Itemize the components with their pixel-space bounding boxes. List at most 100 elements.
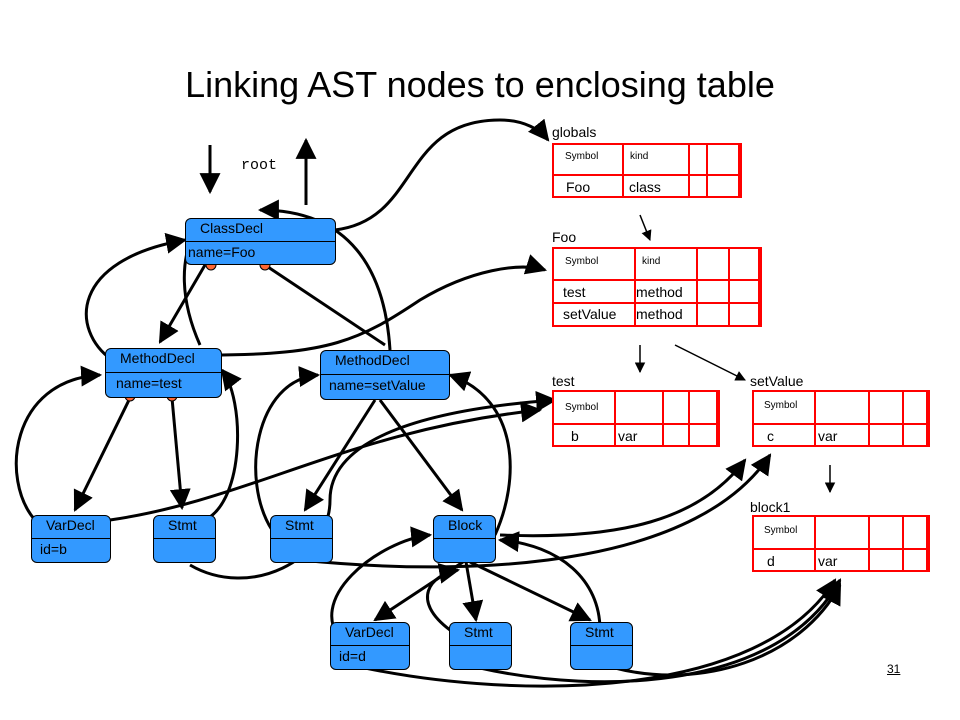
ast-node-stmt: Stmt — [570, 622, 633, 670]
header-cell: Symbol — [554, 145, 624, 174]
ast-node-stmt: Stmt — [449, 622, 512, 670]
ast-node-methoddecl-test: MethodDecl name=test — [105, 348, 222, 398]
symbol-cell: d — [754, 550, 816, 572]
globals-to-foo-arrow — [639, 214, 652, 241]
table-header-row: Symbol kind — [554, 249, 760, 281]
table-name: setValue — [750, 373, 804, 389]
header-cell: Symbol — [754, 517, 816, 548]
ast-node-vardecl-b: VarDecl id=b — [31, 515, 111, 563]
parent-block-setvalue — [448, 371, 512, 536]
symbol-table-foo: Symbol kind test method setValue method — [552, 247, 762, 327]
empty-cell — [904, 550, 928, 572]
header-cell: kind — [636, 249, 698, 279]
edge-block-stmt3 — [462, 561, 484, 623]
node-type: VarDecl — [32, 516, 110, 539]
vardecl-to-test-table — [109, 401, 543, 522]
header-cell: kind — [624, 145, 690, 174]
node-type: Stmt — [450, 623, 511, 646]
parent-test-class — [84, 232, 188, 362]
empty-cell — [690, 145, 708, 174]
edge-test-vardecl — [73, 397, 132, 512]
symbol-cell: c — [754, 425, 816, 447]
empty-cell — [870, 425, 904, 447]
node-attr — [434, 539, 497, 562]
table-header-row: Symbol — [554, 392, 718, 425]
empty-cell — [708, 145, 740, 174]
table-row: b var — [554, 425, 718, 447]
node-type: Block — [434, 516, 495, 539]
edge-setvalue-stmt2 — [303, 399, 377, 512]
table-row: d var — [754, 550, 928, 572]
empty-cell — [690, 176, 708, 198]
stmt4-to-block1 — [614, 583, 842, 677]
kind-cell: class — [624, 176, 690, 198]
ast-node-stmt: Stmt — [270, 515, 333, 563]
ast-node-classdecl: ClassDecl name=Foo — [185, 218, 336, 265]
symbol-table-test: Symbol b var — [552, 390, 720, 447]
edge-block-stmt4 — [469, 560, 592, 622]
table-name: globals — [552, 124, 597, 140]
empty-cell — [870, 517, 904, 548]
node-type: MethodDecl — [106, 349, 221, 373]
empty-cell — [690, 425, 718, 447]
node-type: Stmt — [571, 623, 632, 646]
header-cell — [816, 517, 870, 548]
empty-cell — [664, 425, 690, 447]
node-attr: name=test — [116, 375, 182, 391]
node-type: MethodDecl — [321, 351, 449, 375]
stmt2-to-setvalue — [299, 453, 772, 569]
table-row: c var — [754, 425, 928, 447]
node-attr: name=setValue — [329, 377, 426, 393]
node-attr: id=d — [339, 648, 366, 664]
table-name: Foo — [552, 229, 577, 245]
empty-cell — [708, 176, 740, 198]
ast-node-stmt: Stmt — [153, 515, 216, 563]
ast-node-vardecl-d: VarDecl id=d — [330, 622, 410, 670]
kind-cell: var — [816, 550, 870, 572]
parent-stmt2-setvalue — [254, 366, 321, 531]
empty-cell — [698, 304, 730, 325]
ast-node-block: Block — [433, 515, 496, 563]
ast-node-methoddecl-setvalue: MethodDecl name=setValue — [320, 350, 450, 400]
test-to-foo — [209, 254, 548, 357]
empty-cell — [690, 392, 718, 423]
table-name: test — [552, 373, 575, 389]
empty-cell — [904, 392, 928, 423]
symbol-cell: setValue — [554, 304, 636, 325]
edge-test-stmt1 — [169, 397, 191, 511]
node-attr — [450, 646, 513, 669]
page-number: 31 — [887, 662, 901, 676]
node-attr: name=Foo — [188, 243, 256, 260]
empty-cell — [730, 281, 760, 302]
empty-cell — [698, 281, 730, 302]
parent-vardecl-test — [14, 365, 103, 521]
header-cell: Symbol — [554, 249, 636, 279]
root-label: root — [241, 157, 278, 174]
table-name: block1 — [750, 499, 791, 515]
kind-cell: var — [816, 425, 870, 447]
table-row: Foo class — [554, 176, 740, 198]
table-row: test method — [554, 281, 760, 304]
node-type: Stmt — [271, 516, 332, 539]
table-header-row: Symbol — [754, 392, 928, 425]
empty-cell — [698, 249, 730, 279]
symbol-table-setvalue: Symbol c var — [752, 390, 930, 447]
symbol-cell: test — [554, 281, 636, 302]
empty-cell — [870, 392, 904, 423]
empty-cell — [904, 517, 928, 548]
empty-cell — [730, 249, 760, 279]
symbol-cell: Foo — [554, 176, 624, 198]
kind-cell: method — [636, 304, 698, 325]
edge-class-test — [158, 264, 207, 344]
node-attr — [571, 646, 634, 669]
empty-cell — [904, 425, 928, 447]
empty-cell — [870, 550, 904, 572]
slide-title: Linking AST nodes to enclosing table — [185, 64, 775, 105]
kind-cell: var — [616, 425, 664, 447]
node-attr: id=b — [40, 541, 67, 557]
symbol-table-globals: Symbol kind Foo class — [552, 143, 742, 198]
header-cell — [616, 392, 664, 423]
parent-stmt1-test — [204, 368, 242, 522]
kind-cell: method — [636, 281, 698, 302]
block-to-setvalue — [499, 458, 747, 538]
